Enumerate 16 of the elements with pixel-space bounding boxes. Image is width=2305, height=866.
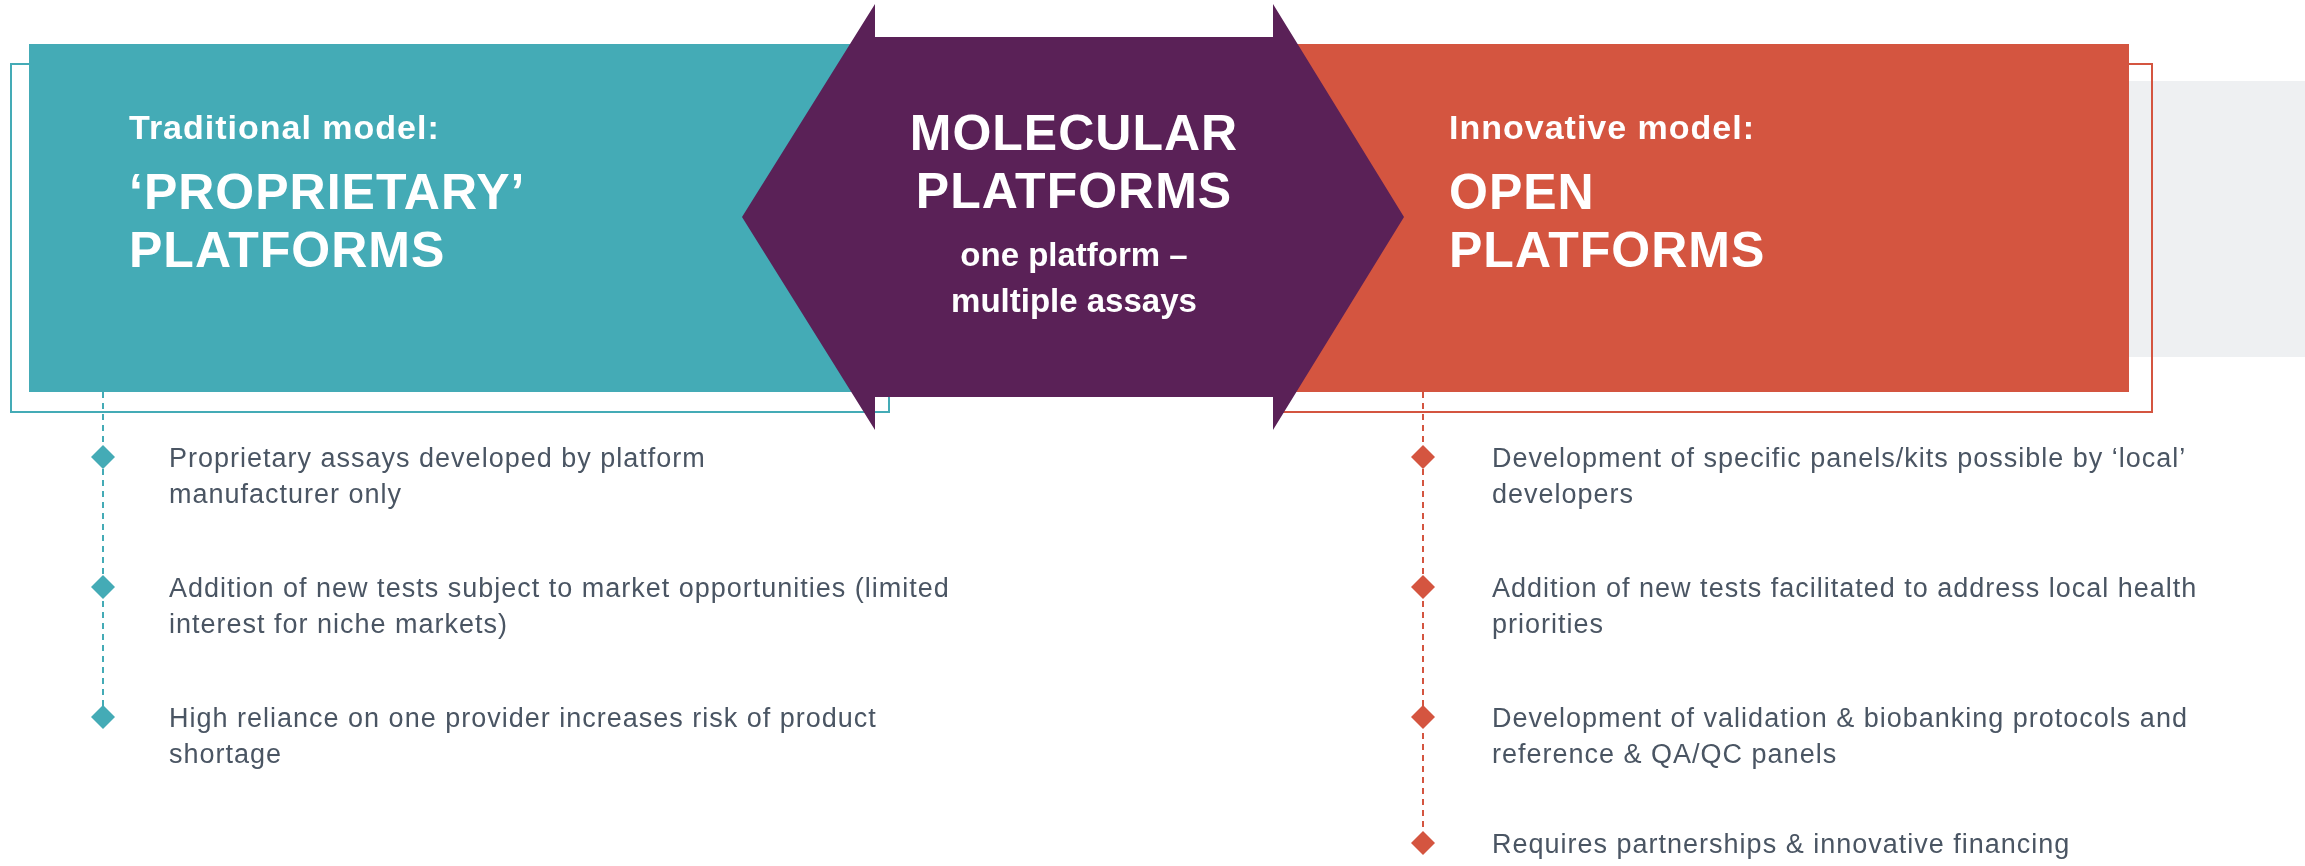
box-title: ‘PROPRIETARY’ PLATFORMS <box>129 163 524 279</box>
model-box <box>1404 44 2129 392</box>
bullet-text: Development of validation & biobanking protocols and reference & QA/QC panels <box>1492 702 2189 771</box>
bullet-text: High reliance on one provider increases risk of product shortage <box>169 702 878 771</box>
bullet-text: Proprietary assays developed by platform manufacturer only <box>169 442 707 511</box>
box-title: OPEN PLATFORMS <box>1449 163 1767 279</box>
box-heading: Innovative model: <box>1449 108 1757 147</box>
banner-subtitle: one platform – multiple assays <box>950 235 1198 321</box>
box-heading: Traditional model: <box>129 108 441 147</box>
bullet-text: Requires partnerships & innovative financing <box>1492 828 2072 861</box>
pointed-banner <box>742 4 1404 430</box>
model-box <box>29 44 742 392</box>
bullet-text: Addition of new tests facilitated to address local health priorities <box>1492 572 2199 641</box>
banner-title: MOLECULAR PLATFORMS <box>908 104 1240 220</box>
bullet-text: Addition of new tests subject to market opportunities (limited interest for niche markets) <box>169 572 951 641</box>
bullet-text: Development of specific panels/kits possible by ‘local’ developers <box>1492 442 2187 511</box>
